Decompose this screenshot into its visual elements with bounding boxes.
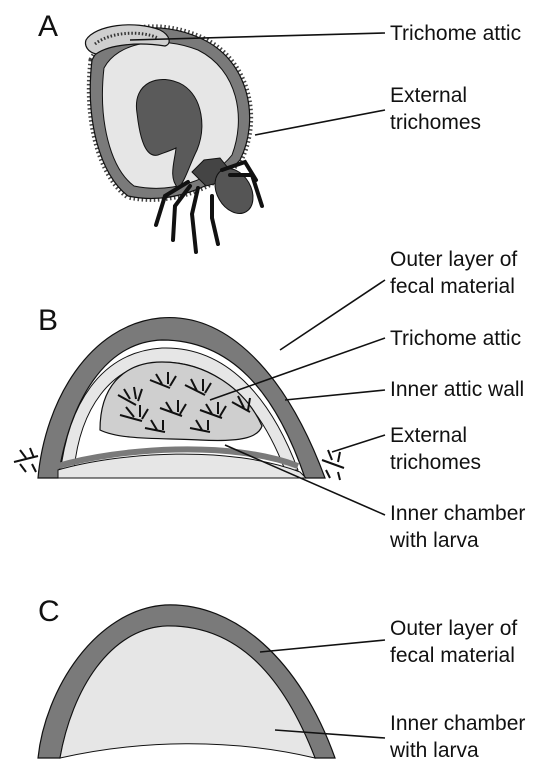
label-b-external-trichomes-line1: External [390,422,481,449]
panel-b-external-trichomes-right [322,450,344,480]
label-c-inner-chamber-line2: with larva [390,737,525,764]
label-b-trichome-attic: Trichome attic [390,325,521,352]
label-b-outer-layer-line1: Outer layer of [390,246,517,273]
panel-c-letter: C [38,597,60,627]
label-b-outer-layer: Outer layer of fecal material [390,246,517,300]
label-b-inner-chamber: Inner chamber with larva [390,500,525,554]
label-c-inner-chamber: Inner chamber with larva [390,710,525,764]
label-a-external-trichomes-line2: trichomes [390,109,481,136]
panel-a-letter: A [38,12,58,42]
panel-a-drawing [85,25,262,252]
label-a-external-trichomes: External trichomes [390,82,481,136]
label-c-outer-layer: Outer layer of fecal material [390,615,517,669]
label-b-inner-attic-wall: Inner attic wall [390,376,524,403]
panel-c-drawing [38,605,335,758]
label-c-outer-layer-line1: Outer layer of [390,615,517,642]
panel-b-external-trichomes-left [14,448,38,472]
label-c-outer-layer-line2: fecal material [390,642,517,669]
label-b-outer-layer-line2: fecal material [390,273,517,300]
label-a-trichome-attic: Trichome attic [390,20,521,47]
panel-b-trichome-attic [100,362,262,440]
panel-b-letter: B [38,306,58,336]
label-c-inner-chamber-line1: Inner chamber [390,710,525,737]
label-b-external-trichomes: External trichomes [390,422,481,476]
label-b-external-trichomes-line2: trichomes [390,449,481,476]
label-b-inner-chamber-line2: with larva [390,527,525,554]
label-b-inner-chamber-line1: Inner chamber [390,500,525,527]
label-a-external-trichomes-line1: External [390,82,481,109]
